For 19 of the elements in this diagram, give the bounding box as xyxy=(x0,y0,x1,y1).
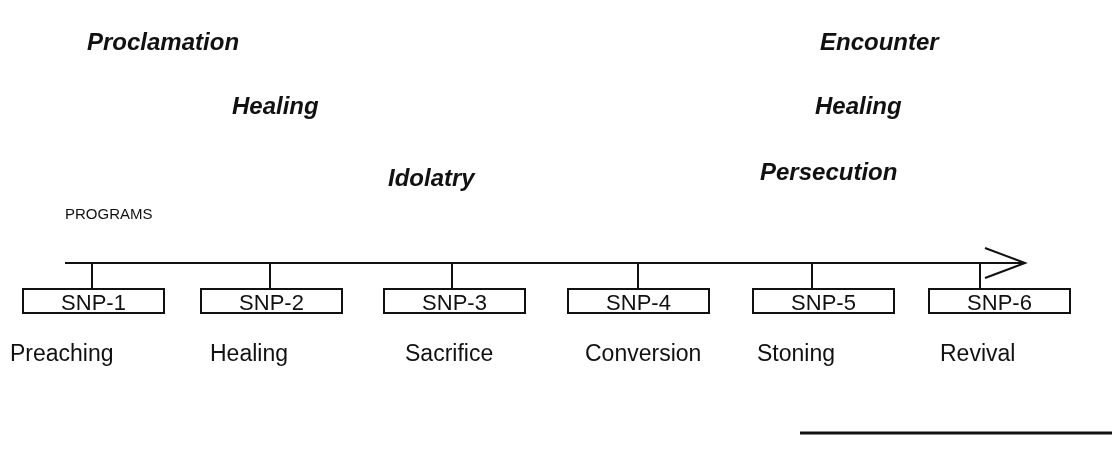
program-caption: Revival xyxy=(940,340,1016,367)
theme-label: Healing xyxy=(815,92,902,120)
program-caption: Conversion xyxy=(585,340,702,367)
program-box: SNP-4 xyxy=(567,288,710,314)
theme-label: Idolatry xyxy=(388,164,475,192)
theme-label: Healing xyxy=(232,92,319,120)
axis-title: PROGRAMS xyxy=(65,205,153,222)
program-box: SNP-6 xyxy=(928,288,1071,314)
program-caption: Sacrifice xyxy=(405,340,494,367)
program-box: SNP-1 xyxy=(22,288,165,314)
program-caption: Stoning xyxy=(757,340,835,367)
theme-label: Encounter xyxy=(820,28,939,56)
program-caption: Preaching xyxy=(10,340,114,367)
program-box: SNP-5 xyxy=(752,288,895,314)
program-caption: Healing xyxy=(210,340,288,367)
program-box: SNP-2 xyxy=(200,288,343,314)
theme-label: Proclamation xyxy=(87,28,240,56)
theme-label: Persecution xyxy=(760,158,898,186)
program-box: SNP-3 xyxy=(383,288,526,314)
